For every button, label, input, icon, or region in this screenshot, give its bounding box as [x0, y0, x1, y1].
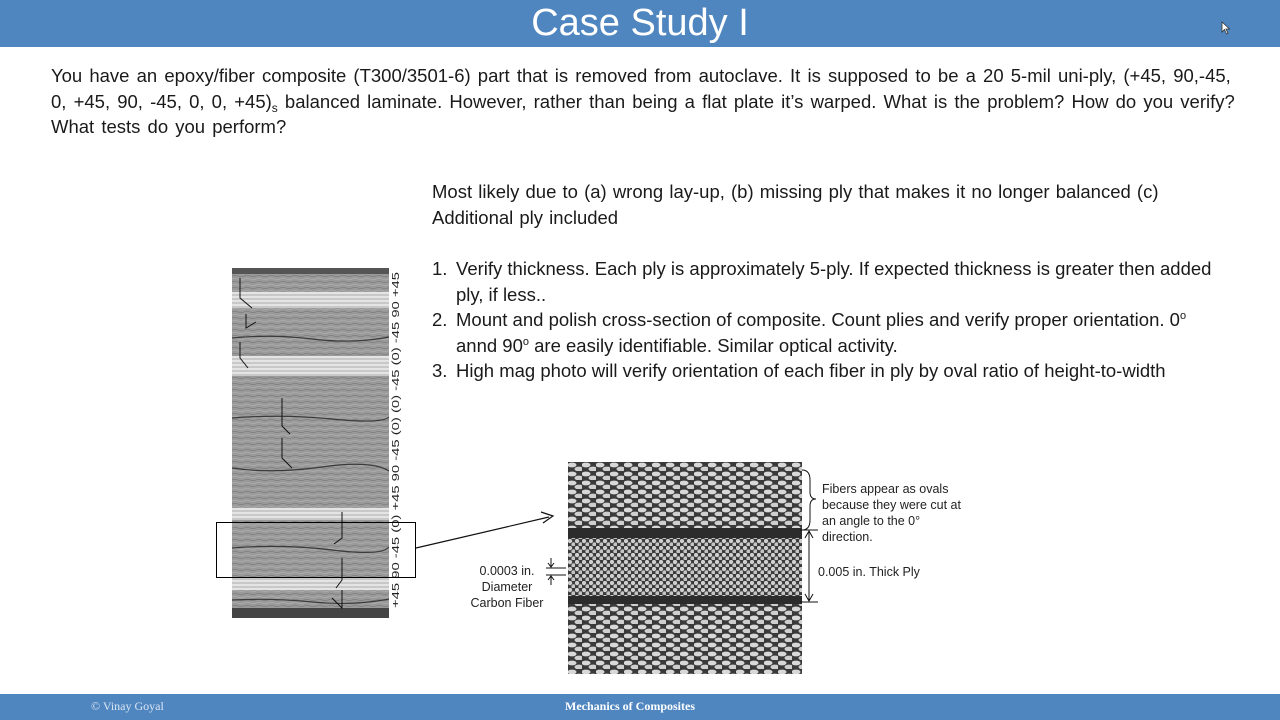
step-number: 3.: [432, 360, 448, 381]
fiber-ovals-label: Fibers appear as ovals because they were…: [822, 482, 961, 544]
zoom-callout-box: [216, 522, 416, 578]
step-item: 2. Mount and polish cross-section of comp…: [432, 307, 1222, 358]
fiber-diameter-label: 0.0003 in. Diameter Carbon Fiber: [470, 564, 544, 610]
laminate-cross-section-micrograph: [232, 268, 389, 618]
problem-text-b: balanced laminate. However, rather than …: [51, 90, 1235, 138]
step-text-a: Mount and polish cross-section of compos…: [456, 309, 1180, 330]
footer-bar: [0, 694, 1280, 720]
step-number: 1.: [432, 258, 448, 279]
laminate-symmetric-subscript: s: [271, 100, 278, 115]
step-item: 3. High mag photo will verify orientation…: [432, 358, 1222, 384]
step-item: 1. Verify thickness. Each ply is approxim…: [432, 256, 1222, 307]
degree-sup: o: [522, 335, 529, 348]
slide-title: Case Study I: [531, 2, 749, 44]
fiber-cross-section-micrograph: [568, 462, 802, 674]
step-text: High mag photo will verify orientation o…: [456, 360, 1166, 381]
step-text-c: are easily identifiable. Similar optical…: [529, 334, 898, 356]
ply-sequence-text: +45 90 -45 (0) +45 90 -45 (0) (0) -45 (0…: [391, 271, 402, 608]
step-text: Verify thickness. Each ply is approximat…: [456, 258, 1212, 305]
step-number: 2.: [432, 309, 448, 330]
ply-thickness-label: 0.005 in. Thick Ply: [818, 565, 920, 579]
step-text-b: annd 90: [456, 334, 523, 356]
likely-cause: Most likely due to (a) wrong lay-up, (b)…: [432, 181, 1159, 228]
degree-sup: o: [1179, 310, 1187, 322]
footer-copyright: © Vinay Goyal: [91, 699, 164, 713]
title-bar: [0, 0, 1280, 47]
verification-steps: 1. Verify thickness. Each ply is approxim…: [432, 256, 1222, 384]
footer-course-title: Mechanics of Composites: [565, 699, 695, 713]
problem-text-a: You have an epoxy/fiber composite (T300/…: [51, 65, 1231, 112]
ply-sequence-labels: +45 90 -45 (0) +45 90 -45 (0) (0) -45 (0…: [391, 271, 402, 608]
mouse-cursor-icon: [1221, 21, 1231, 35]
problem-statement: You have an epoxy/fiber composite (T300/…: [51, 63, 1251, 140]
